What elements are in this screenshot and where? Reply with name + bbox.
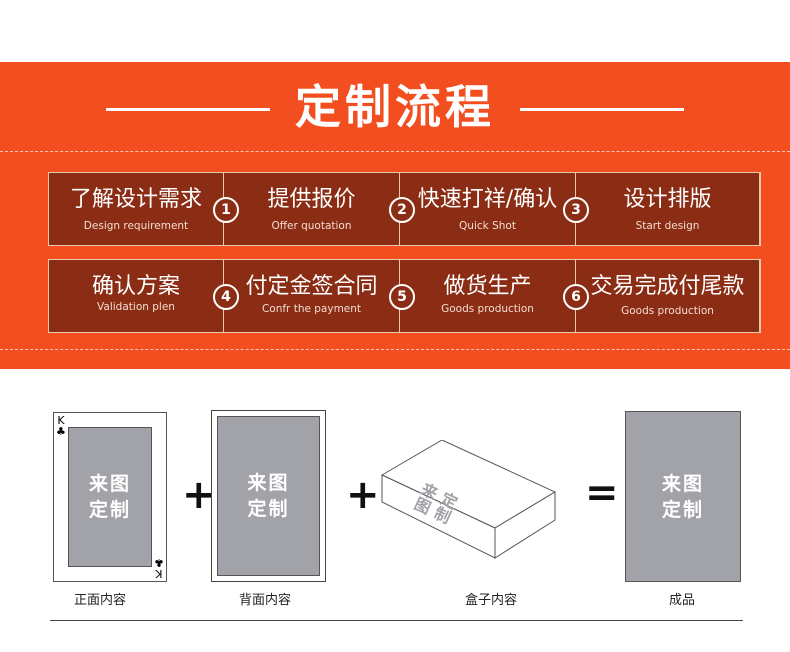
caption-box: 盒子内容: [465, 593, 518, 608]
step-row-1: 了解设计需求 Design requirement 提供报价 Offer quo…: [48, 172, 761, 246]
card-rank: K: [57, 414, 65, 427]
card-rank: K: [155, 567, 163, 580]
placeholder-line-2: 定制: [247, 498, 290, 520]
banner-header: 定制流程: [0, 62, 790, 150]
process-banner: 定制流程 了解设计需求 Design requirement 提供报价 Offe…: [0, 62, 790, 369]
step-goods-production: 做货生产 Goods production: [400, 260, 576, 332]
plus-sign: +: [182, 472, 216, 518]
step-validation-plan: 确认方案 Validation plen: [49, 260, 224, 332]
club-suit-icon: ♣: [56, 425, 66, 438]
title-divider-left: [106, 108, 270, 111]
caption-product: 成品: [669, 593, 696, 608]
step-subtitle: Quick Shot: [459, 220, 516, 232]
step-subtitle: Validation plen: [97, 301, 175, 313]
finished-product-illustration: 来图 定制: [625, 411, 741, 582]
step-number-badge: 1: [213, 197, 239, 223]
step-title: 做货生产: [443, 274, 532, 299]
placeholder-line-2: 定制: [88, 499, 131, 521]
step-title: 交易完成付尾款: [590, 274, 745, 299]
club-suit-icon: ♣: [154, 556, 164, 569]
plus-sign: +: [346, 472, 380, 518]
placeholder-line-1: 来图: [88, 473, 131, 495]
step-title: 快速打祥/确认: [417, 187, 558, 212]
step-subtitle: Design requirement: [83, 220, 189, 232]
step-confirm-payment: 付定金签合同 Confr the payment: [224, 260, 400, 332]
step-title: 提供报价: [267, 187, 356, 212]
step-row-2: 确认方案 Validation plen 付定金签合同 Confr the pa…: [48, 259, 761, 333]
card-corner-bottom: K ♣: [154, 556, 164, 580]
front-artwork-placeholder: 来图 定制: [68, 427, 152, 567]
card-back-illustration: 来图 定制: [211, 410, 326, 582]
step-quick-shot: 快速打祥/确认 Quick Shot: [400, 173, 576, 245]
step-subtitle: Start design: [635, 220, 700, 232]
title-divider-right: [520, 108, 684, 111]
bottom-divider: [50, 620, 743, 621]
dashed-divider-bottom: [0, 349, 790, 350]
step-subtitle: Goods production: [441, 303, 534, 315]
step-number-badge: 2: [389, 197, 415, 223]
card-corner-top: K ♣: [56, 415, 66, 437]
box-illustration: 来图 定制: [380, 440, 557, 559]
step-design-requirement: 了解设计需求 Design requirement: [49, 173, 224, 245]
caption-front: 正面内容: [74, 593, 127, 608]
caption-back: 背面内容: [239, 593, 292, 608]
placeholder-text: 来图 定制: [626, 471, 740, 523]
step-final-payment: 交易完成付尾款 Goods production: [576, 260, 760, 332]
placeholder-line-1: 来图: [661, 472, 704, 495]
step-subtitle: Confr the payment: [261, 303, 362, 315]
step-number-badge: 3: [563, 197, 589, 223]
placeholder-text: 来图 定制: [218, 470, 319, 522]
step-title: 了解设计需求: [69, 187, 202, 212]
step-title: 付定金签合同: [245, 274, 378, 299]
placeholder-line-1: 来图: [247, 472, 290, 494]
step-offer-quotation: 提供报价 Offer quotation: [224, 173, 400, 245]
step-title: 确认方案: [91, 274, 180, 299]
step-number-badge: 4: [213, 284, 239, 310]
placeholder-text: 来图 定制: [69, 471, 151, 523]
placeholder-line-2: 定制: [661, 498, 704, 521]
equals-sign: =: [585, 470, 619, 516]
back-artwork-placeholder: 来图 定制: [217, 416, 320, 576]
box-side-face: [494, 491, 556, 559]
card-front-illustration: K ♣ 来图 定制 K ♣: [53, 412, 167, 582]
step-subtitle: Offer quotation: [271, 220, 352, 232]
step-subtitle: Goods production: [621, 305, 714, 317]
step-number-badge: 5: [389, 284, 415, 310]
step-title: 设计排版: [623, 187, 712, 212]
step-number-badge: 6: [563, 284, 589, 310]
dashed-divider-top: [0, 151, 790, 152]
step-start-design: 设计排版 Start design: [576, 173, 760, 245]
banner-title: 定制流程: [295, 80, 495, 134]
